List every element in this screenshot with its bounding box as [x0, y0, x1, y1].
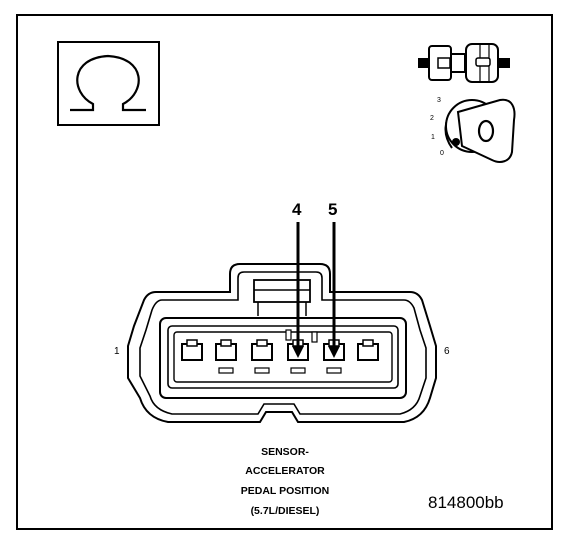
ignition-position-1: 1 — [431, 134, 435, 141]
arrow-label-4: 4 — [292, 200, 302, 219]
arrow-label-5: 5 — [328, 200, 338, 219]
ohmmeter-symbol-icon — [57, 41, 160, 126]
ignition-key-icon — [444, 98, 516, 163]
caption-line-2: ACCELERATOR — [245, 465, 325, 477]
ignition-position-2: 2 — [430, 115, 434, 122]
disconnected-connector-icon — [418, 43, 510, 83]
terminal-2 — [215, 339, 237, 374]
ignition-position-0: 0 — [440, 150, 444, 157]
terminal-1 — [181, 339, 203, 361]
arrow-pin-5 — [328, 222, 340, 358]
diagram-frame — [16, 14, 553, 530]
terminal-3 — [251, 339, 273, 374]
pin-number-last: 6 — [444, 346, 450, 357]
figure-id: 814800bb — [428, 493, 504, 512]
connector-housing — [127, 263, 437, 423]
terminal-6 — [357, 339, 379, 361]
caption-line-3: PEDAL POSITION — [240, 485, 330, 497]
arrow-pin-4 — [292, 222, 304, 358]
pin-number-first: 1 — [114, 346, 120, 357]
caption-line-1: SENSOR- — [261, 446, 309, 458]
caption-line-4: (5.7L/DIESEL) — [250, 505, 320, 517]
ignition-position-3: 3 — [437, 97, 441, 104]
